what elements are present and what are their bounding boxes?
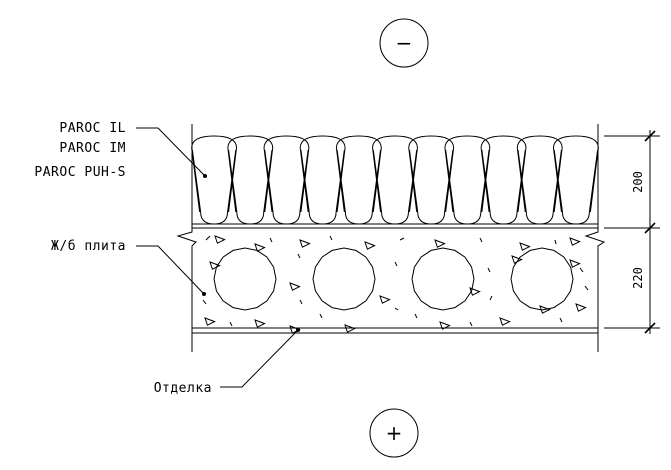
aggregate-stone-7 xyxy=(569,237,581,246)
cold-side-symbol: − xyxy=(379,18,429,68)
hollow-core-3 xyxy=(411,247,475,311)
aggregate-mark-11 xyxy=(584,285,589,291)
aggregate-stone-19 xyxy=(439,321,451,330)
aggregate-stone-6 xyxy=(519,242,531,251)
insulation-loops xyxy=(191,135,599,225)
insulation-hatch xyxy=(191,135,599,225)
insulation-label-3: PAROC PUH-S xyxy=(34,165,126,180)
aggregate-stone-9 xyxy=(289,282,301,291)
aggregate-stone-5 xyxy=(434,239,446,248)
hollow-core-2 xyxy=(312,247,376,311)
insulation-thickness-dim: 200 xyxy=(631,171,645,193)
aggregate-mark-16 xyxy=(559,317,563,323)
slab-thickness-dim: 220 xyxy=(631,267,645,289)
aggregate-stone-14 xyxy=(575,303,587,312)
aggregate-stone-2 xyxy=(254,243,266,252)
hollow-core-1 xyxy=(213,247,277,311)
aggregate-stone-1 xyxy=(214,235,226,244)
aggregate-stone-21 xyxy=(539,305,551,314)
finish-callout: Отделка xyxy=(154,328,300,396)
aggregate-mark-14 xyxy=(414,313,418,319)
aggregate-stone-18 xyxy=(344,324,356,333)
aggregate-mark-2 xyxy=(269,237,273,243)
aggregate-mark-10 xyxy=(489,295,493,301)
insulation-label-2: PAROC IM xyxy=(59,141,126,156)
hollow-core-4 xyxy=(510,247,574,311)
aggregate-stone-15 xyxy=(204,317,216,326)
aggregate-mark-15 xyxy=(469,321,473,327)
aggregate-mark-13 xyxy=(319,313,323,319)
aggregate-mark-6 xyxy=(554,239,557,245)
warm-side-symbol: + xyxy=(369,408,419,458)
aggregate-stone-13 xyxy=(569,259,581,268)
aggregate-stone-20 xyxy=(499,317,511,326)
aggregate-mark-18 xyxy=(394,261,398,267)
aggregate-stone-4 xyxy=(364,241,376,250)
aggregate-mark-4 xyxy=(399,237,405,241)
aggregate-mark-7 xyxy=(202,299,207,305)
aggregate-stone-16 xyxy=(254,319,266,328)
slab-callout: Ж/б плита xyxy=(51,239,206,296)
concrete-slab xyxy=(176,228,606,352)
slab-aggregate-hatch xyxy=(202,235,589,334)
aggregate-mark-5 xyxy=(479,237,483,243)
aggregate-stone-8 xyxy=(209,261,221,270)
insulation-label-1: PAROC IL xyxy=(59,121,126,136)
plus-sign: + xyxy=(386,421,403,445)
aggregate-stone-10 xyxy=(379,295,391,304)
aggregate-mark-1 xyxy=(205,235,211,241)
slab-label: Ж/б плита xyxy=(51,239,126,254)
aggregate-mark-3 xyxy=(329,235,333,241)
aggregate-mark-12 xyxy=(229,321,233,327)
insulation-callout: PAROC IL PAROC IM PAROC PUH-S xyxy=(34,121,207,180)
dimension-chain: 200 220 xyxy=(604,130,660,334)
aggregate-mark-9 xyxy=(394,307,399,311)
aggregate-mark-8 xyxy=(299,299,303,305)
finish-label: Отделка xyxy=(154,381,212,396)
aggregate-stone-11 xyxy=(469,287,481,296)
aggregate-stone-12 xyxy=(511,255,523,264)
aggregate-mark-17 xyxy=(297,253,301,259)
insulation-layer xyxy=(191,124,599,229)
aggregate-stone-3 xyxy=(299,239,311,248)
aggregate-mark-19 xyxy=(487,267,491,273)
slab-hollow-cores xyxy=(213,247,574,311)
minus-sign: − xyxy=(396,31,413,55)
aggregate-mark-20 xyxy=(579,267,584,273)
